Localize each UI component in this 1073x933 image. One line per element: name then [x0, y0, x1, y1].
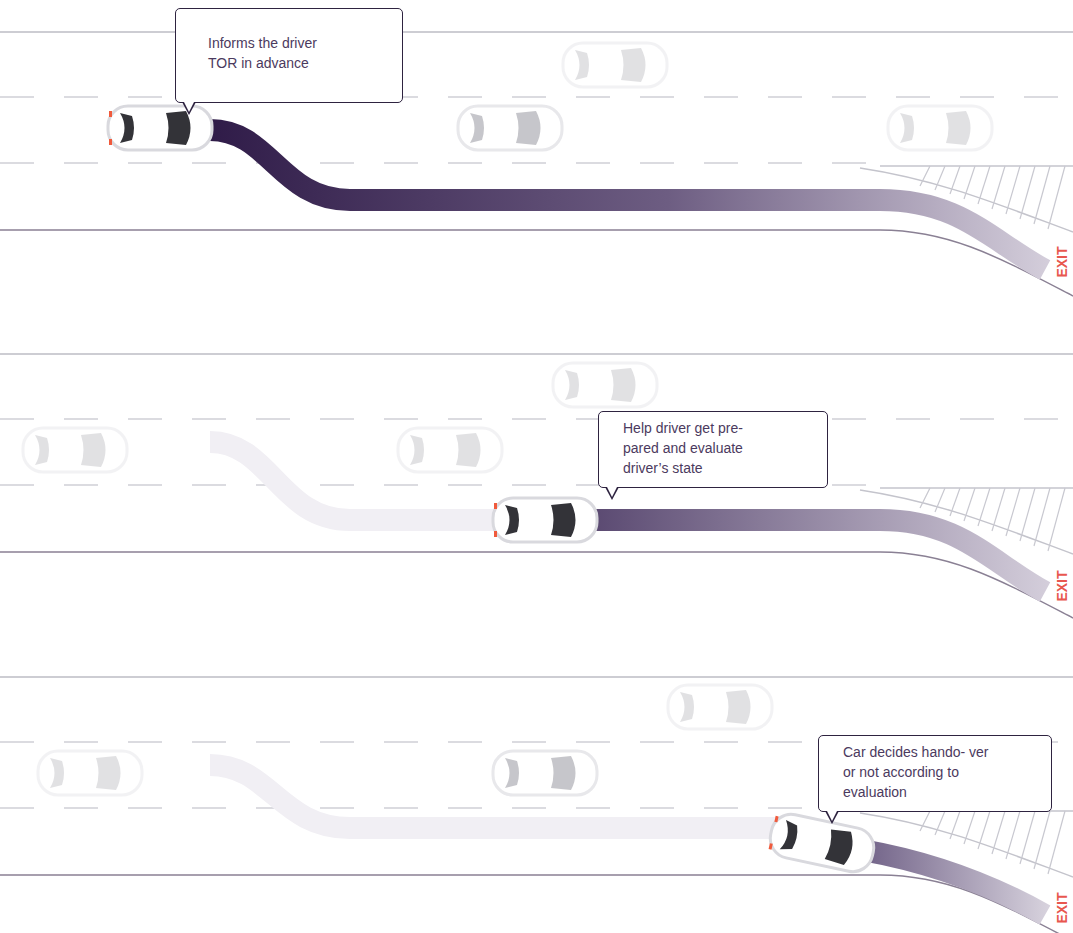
exit-sign: EXIT — [1055, 892, 1069, 923]
other-car — [23, 428, 127, 472]
ego-car — [767, 811, 878, 876]
callout-box: Help driver get pre- pared and evaluate … — [598, 411, 828, 488]
other-car — [668, 685, 772, 729]
ego-car — [108, 106, 212, 150]
road — [0, 677, 1073, 933]
road — [0, 354, 1073, 618]
callout-text: Informs the driver TOR in advance — [208, 33, 340, 73]
other-car — [398, 428, 502, 472]
exit-sign: EXIT — [1055, 246, 1069, 277]
other-car — [38, 751, 142, 795]
callout-box: Car decides hando- ver or not according … — [818, 735, 1052, 812]
callout-text: Help driver get pre- pared and evaluate … — [623, 418, 765, 478]
ego-car — [493, 498, 597, 542]
trajectory — [862, 850, 1045, 915]
callout-text: Car decides hando- ver or not according … — [843, 742, 991, 802]
other-car — [458, 106, 562, 150]
other-car — [888, 106, 992, 150]
road — [0, 32, 1073, 296]
other-car — [493, 751, 597, 795]
trajectory — [595, 520, 1045, 592]
callout-box: Informs the driver TOR in advance — [175, 8, 403, 103]
other-car — [563, 43, 667, 87]
exit-sign: EXIT — [1055, 570, 1069, 601]
other-car — [553, 363, 657, 407]
